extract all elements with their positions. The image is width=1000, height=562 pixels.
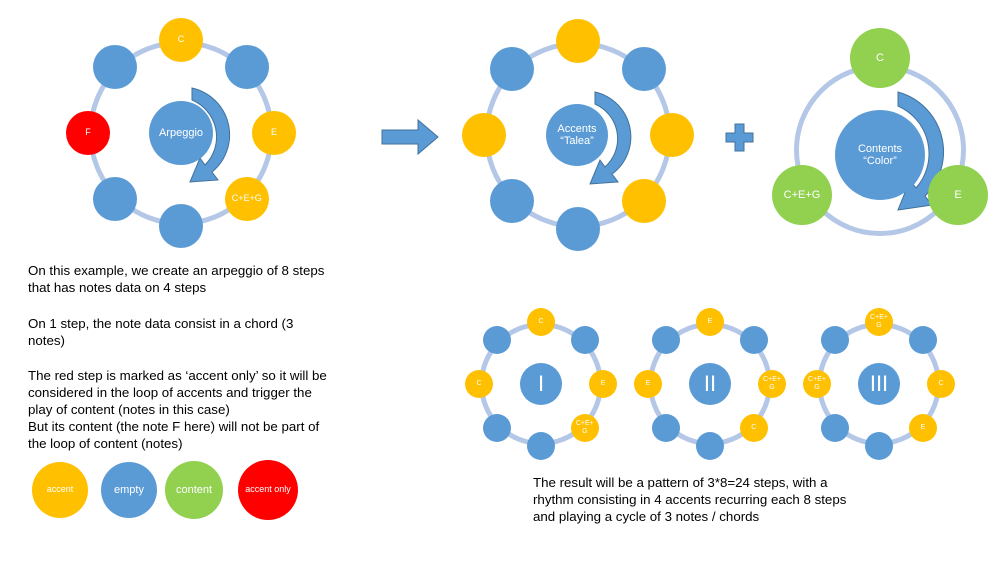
- talea-center: Accents“Talea”: [546, 104, 608, 166]
- step-label: E: [954, 188, 962, 201]
- step-accent: E: [696, 308, 724, 336]
- step-label: C: [177, 34, 185, 45]
- step-label: C: [476, 380, 482, 388]
- step-empty: [489, 46, 534, 91]
- step-label: accent: [46, 484, 74, 495]
- description-paragraph-3: The red step is marked as ‘accent only’ …: [28, 368, 327, 451]
- step-empty: [224, 45, 269, 90]
- step-empty: [556, 207, 600, 251]
- step-content: C+E+G: [772, 165, 832, 225]
- step-empty: [93, 176, 138, 221]
- step-empty: [483, 413, 512, 442]
- step-label: E: [270, 127, 277, 138]
- step-empty: [93, 45, 138, 90]
- step-label: C: [751, 423, 757, 431]
- step-label: E: [707, 318, 713, 326]
- step-label: E: [600, 380, 606, 388]
- step-accent: C: [465, 370, 493, 398]
- step-empty: [865, 432, 893, 460]
- step-accent: C: [927, 370, 955, 398]
- step-accent: [556, 19, 600, 63]
- step-empty: [652, 413, 681, 442]
- step-label: II: [703, 370, 717, 396]
- step-empty: [908, 326, 937, 355]
- step-empty: [570, 326, 599, 355]
- center-label: Arpeggio: [158, 126, 204, 139]
- color-center: Contents“Color”: [835, 110, 925, 200]
- step-empty: [821, 326, 850, 355]
- step-accent: C+E+ G: [758, 370, 786, 398]
- result-description: The result will be a pattern of 3*8=24 s…: [533, 475, 847, 524]
- step-accent: C+E+ G: [803, 370, 831, 398]
- step-accent: E: [252, 111, 296, 155]
- step-empty: [652, 326, 681, 355]
- center-label: Accents: [557, 122, 597, 135]
- step-empty: [527, 432, 555, 460]
- step-label: C+E+ G: [808, 376, 826, 391]
- step-accent: [462, 113, 506, 157]
- step-accent: E: [908, 413, 937, 442]
- step-accent: [622, 179, 667, 224]
- step-empty: [483, 326, 512, 355]
- step-label: C+E+G: [231, 192, 262, 203]
- step-label: C+E+G: [783, 188, 821, 201]
- result-center: III: [858, 363, 900, 405]
- center-label: “Talea”: [560, 135, 594, 147]
- step-empty: [696, 432, 724, 460]
- step-accent: C: [739, 413, 768, 442]
- center-label: “Color”: [863, 155, 897, 167]
- result-center: II: [689, 363, 731, 405]
- step-label: E: [920, 423, 926, 431]
- description-paragraph-2: On 1 step, the note data consist in a ch…: [28, 316, 294, 348]
- step-label: content: [175, 483, 213, 496]
- step-label: F: [85, 127, 91, 138]
- arpeggio-center: Arpeggio: [149, 101, 213, 165]
- step-content: C: [850, 28, 910, 88]
- legend-empty: empty: [101, 462, 157, 518]
- plus-icon: [725, 123, 754, 152]
- step-accent: [650, 113, 694, 157]
- step-label: I: [537, 370, 545, 396]
- step-empty: [739, 326, 768, 355]
- step-empty: [489, 179, 534, 224]
- step-content: E: [928, 165, 988, 225]
- step-accent: C: [527, 308, 555, 336]
- step-empty: [821, 413, 850, 442]
- center-label: Contents: [857, 142, 903, 155]
- step-empty: [622, 46, 667, 91]
- step-accent: E: [634, 370, 662, 398]
- legend-accent-only: accent only: [238, 460, 298, 520]
- result-center: I: [520, 363, 562, 405]
- step-accent: C+E+G: [224, 176, 269, 221]
- legend-content: content: [165, 461, 223, 519]
- step-label: accent only: [245, 484, 291, 495]
- legend-accent: accent: [32, 462, 88, 518]
- step-label: empty: [114, 483, 144, 496]
- step-label: C+E+ G: [575, 420, 594, 435]
- step-label: C+E+ G: [870, 314, 888, 329]
- step-label: C: [876, 51, 884, 64]
- step-accent: C+E+ G: [865, 308, 893, 336]
- step-label: III: [869, 370, 889, 396]
- step-accent: C+E+ G: [570, 413, 599, 442]
- right-arrow-icon: [381, 118, 439, 156]
- step-label: C+E+ G: [763, 376, 781, 391]
- step-label: C: [938, 380, 944, 388]
- step-label: E: [645, 380, 651, 388]
- step-accent: E: [589, 370, 617, 398]
- description-paragraph-1: On this example, we create an arpeggio o…: [28, 263, 325, 295]
- step-accent_only: F: [66, 111, 110, 155]
- step-accent: C: [159, 18, 203, 62]
- step-label: C: [538, 318, 544, 326]
- step-empty: [159, 204, 203, 248]
